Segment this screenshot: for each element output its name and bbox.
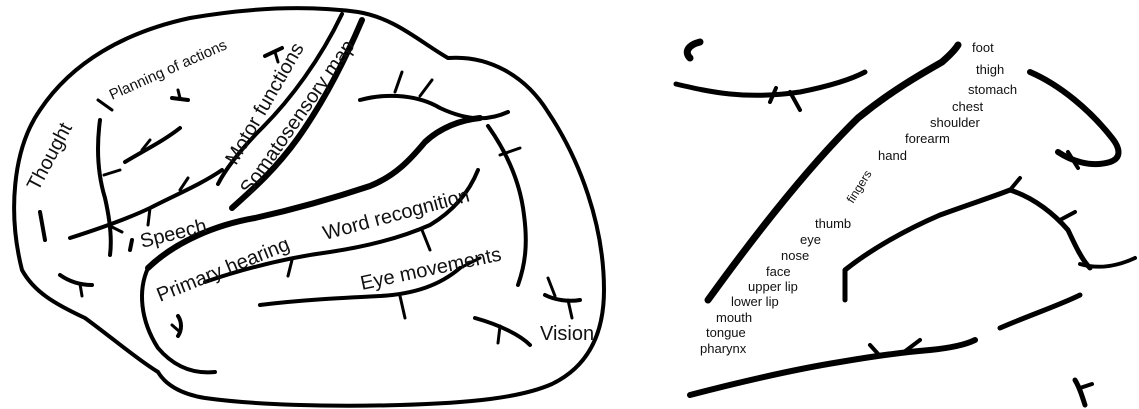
brain-lateral-view: Thought Planning of actions Motor functi… [14, 8, 604, 406]
label-stomach: stomach [968, 82, 1017, 97]
label-fingers: fingers [844, 168, 875, 206]
label-hand: hand [878, 148, 907, 163]
label-mouth: mouth [716, 310, 752, 325]
body-part-labels: foot thigh stomach chest shoulder forear… [700, 40, 1017, 356]
label-eye: eye [800, 232, 821, 247]
label-tongue: tongue [706, 325, 746, 340]
label-face: face [766, 264, 791, 279]
label-thought: Thought [23, 119, 77, 195]
label-chest: chest [952, 99, 983, 114]
label-foot: foot [972, 40, 994, 55]
label-vision: Vision [540, 323, 594, 345]
intraparietal-sulcus [360, 96, 508, 118]
label-thumb: thumb [815, 216, 851, 231]
label-pharynx: pharynx [700, 341, 747, 356]
label-lower-lip: lower lip [731, 294, 779, 309]
label-forearm: forearm [905, 131, 950, 146]
label-shoulder: shoulder [930, 115, 981, 130]
label-upper-lip: upper lip [748, 279, 798, 294]
superior-frontal-sulcus [98, 120, 111, 255]
somatosensory-closeup: foot thigh stomach chest shoulder forear… [676, 40, 1135, 405]
lateral-fissure [148, 118, 480, 268]
label-nose: nose [781, 248, 809, 263]
label-thigh: thigh [976, 62, 1004, 77]
label-planning-of-actions: Planning of actions [107, 37, 230, 104]
